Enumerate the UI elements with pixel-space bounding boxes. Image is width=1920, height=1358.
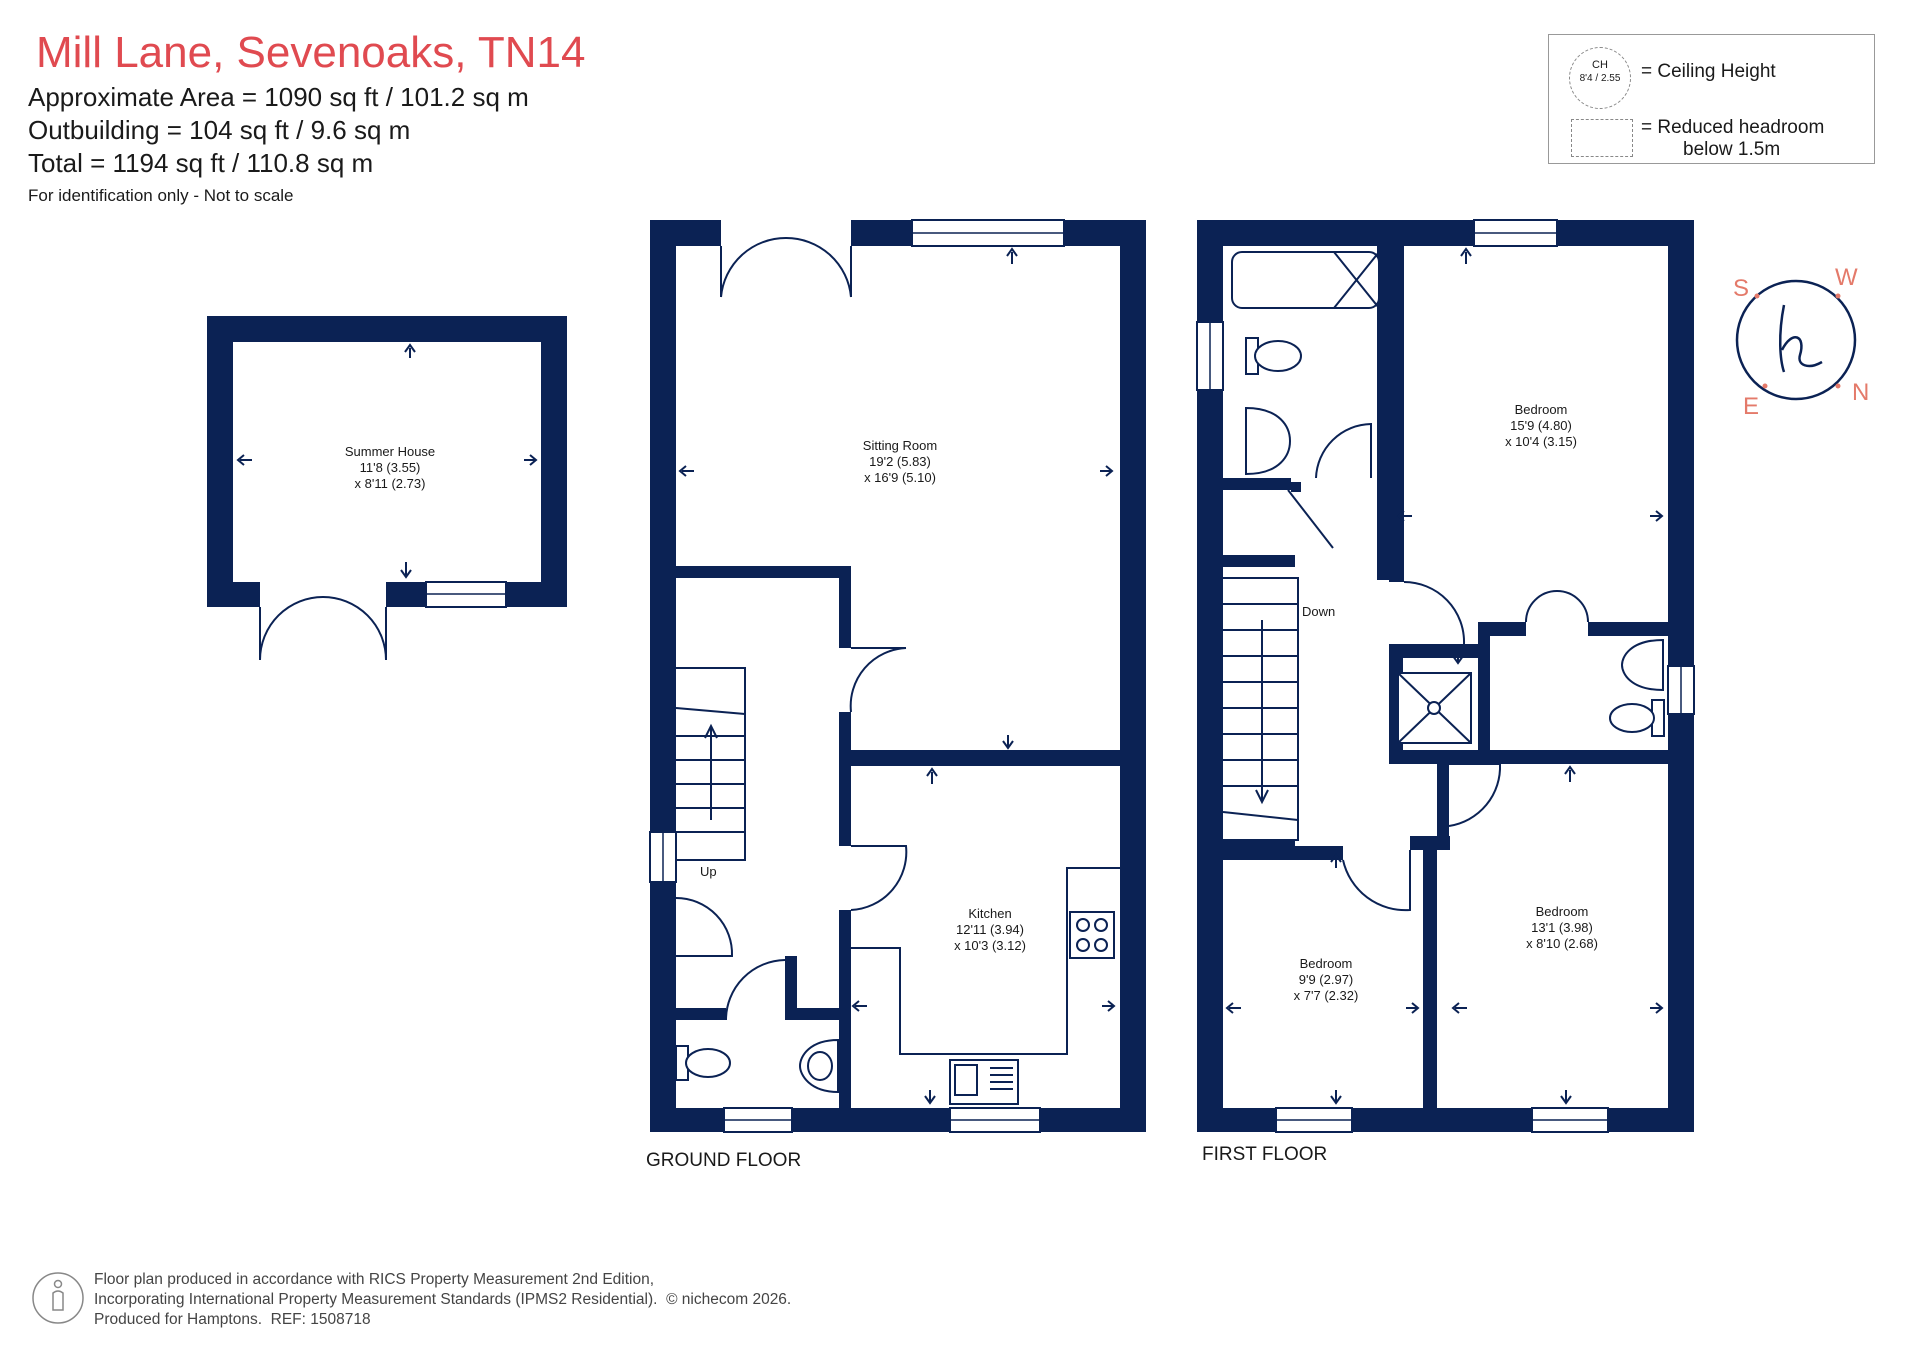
door [849, 647, 907, 713]
bedroom2-dim2: x 8'10 (2.68) [1526, 936, 1598, 951]
bedroom2-name: Bedroom [1536, 904, 1589, 919]
footer-notes: Floor plan produced in accordance with R… [94, 1270, 791, 1330]
ch-label: CH [1592, 59, 1608, 71]
ch-value: 8'4 / 2.55 [1579, 73, 1621, 84]
ground-floor-label: GROUND FLOOR [646, 1150, 801, 1171]
ground-floor-plan: Up Sitting Room 19'2 (5.83) x 16'9 (5.10… [646, 219, 1146, 1171]
compass-ring [1735, 279, 1857, 401]
bedroom1-dim1: 15'9 (4.80) [1510, 418, 1572, 433]
door [850, 845, 908, 911]
compass-dot-icon [1762, 383, 1768, 389]
bedroom1-name: Bedroom [1515, 402, 1568, 417]
footer-line2: Incorporating International Property Mea… [94, 1291, 658, 1308]
bath-icon [1231, 251, 1380, 309]
compass-s: S [1733, 275, 1749, 302]
kitchen-dim2: x 10'3 (3.12) [954, 938, 1026, 953]
compass-dot-icon [1754, 293, 1760, 299]
french-door [259, 596, 387, 661]
sitting-room-dim2: x 16'9 (5.10) [864, 470, 936, 485]
bedroom3-dim2: x 7'7 (2.32) [1294, 988, 1359, 1003]
bedroom1-dim2: x 10'4 (3.15) [1505, 434, 1577, 449]
kitchen-worktop [851, 867, 1120, 1055]
stairs-down-label: Down [1302, 604, 1335, 619]
footer-line1: Floor plan produced in accordance with R… [94, 1271, 655, 1288]
door [1342, 850, 1411, 912]
identification-note: For identification only - Not to scale [28, 186, 294, 205]
sitting-room-dim1: 19'2 (5.83) [869, 454, 931, 469]
legend-box: CH 8'4 / 2.55 = Ceiling Height = Reduced… [1548, 34, 1875, 164]
logo-h-icon [1778, 304, 1823, 373]
compass-n: N [1852, 379, 1869, 406]
bedroom3-dim1: 9'9 (2.97) [1299, 972, 1354, 987]
ceiling-height-icon: CH 8'4 / 2.55 [1569, 47, 1631, 109]
door [1315, 422, 1372, 479]
reduced-headroom-icon [1571, 119, 1633, 157]
compass-w: W [1835, 264, 1858, 291]
first-floor-plan: Down Bedroom 15'9 (4.80) x 10'4 (3.15) [1196, 219, 1695, 1165]
front-door [675, 897, 734, 957]
footer-line3: Produced for Hamptons. [94, 1311, 263, 1328]
footer-line3-wrapper: Produced for Hamptons. REF: 1508718 [94, 1310, 791, 1330]
door [725, 959, 786, 1021]
basin-icon [1245, 406, 1292, 476]
sitting-room-name: Sitting Room [863, 438, 937, 453]
footer-copyright: © nichecom 2026. [666, 1291, 792, 1308]
door [1403, 581, 1466, 645]
basin-icon [1620, 638, 1664, 692]
hob-icon [1069, 911, 1115, 959]
footer-line2-wrapper: Incorporating International Property Mea… [94, 1290, 791, 1310]
property-title: Mill Lane, Sevenoaks, TN14 [36, 28, 586, 77]
summer-house-dim2: x 8'11 (2.73) [355, 476, 426, 491]
kitchen-name: Kitchen [968, 906, 1011, 921]
outbuilding-area: Outbuilding = 104 sq ft / 9.6 sq m [28, 115, 411, 145]
bedroom3-name: Bedroom [1300, 956, 1353, 971]
door [1448, 763, 1502, 827]
bedroom2-dim1: 13'1 (3.98) [1531, 920, 1593, 935]
total-area: Total = 1194 sq ft / 110.8 sq m [28, 148, 374, 178]
kitchen-dim1: 12'11 (3.94) [956, 922, 1024, 937]
door [1525, 590, 1589, 623]
french-door [720, 236, 852, 298]
summer-house-plan: Summer House 11'8 (3.55) x 8'11 (2.73) [207, 316, 567, 661]
person-scale-icon [32, 1272, 84, 1324]
compass-dot-icon [1835, 383, 1841, 389]
reduced-headroom-label: = Reduced headroom [1641, 117, 1825, 138]
stairs-up-label: Up [700, 864, 717, 879]
ceiling-height-label: = Ceiling Height [1641, 61, 1776, 82]
reduced-headroom-below: below 1.5m [1683, 139, 1781, 160]
door [1287, 489, 1334, 549]
compass-e: E [1743, 393, 1759, 420]
footer-ref: REF: 1508718 [270, 1311, 371, 1328]
summer-house-dim1: 11'8 (3.55) [360, 460, 421, 475]
compass: S W E N [1733, 264, 1869, 420]
basin-icon [798, 1038, 839, 1094]
first-floor-label: FIRST FLOOR [1202, 1144, 1327, 1165]
compass-dot-icon [1835, 293, 1841, 299]
summer-house-name: Summer House [345, 444, 435, 459]
approximate-area: Approximate Area = 1090 sq ft / 101.2 sq… [28, 82, 529, 112]
